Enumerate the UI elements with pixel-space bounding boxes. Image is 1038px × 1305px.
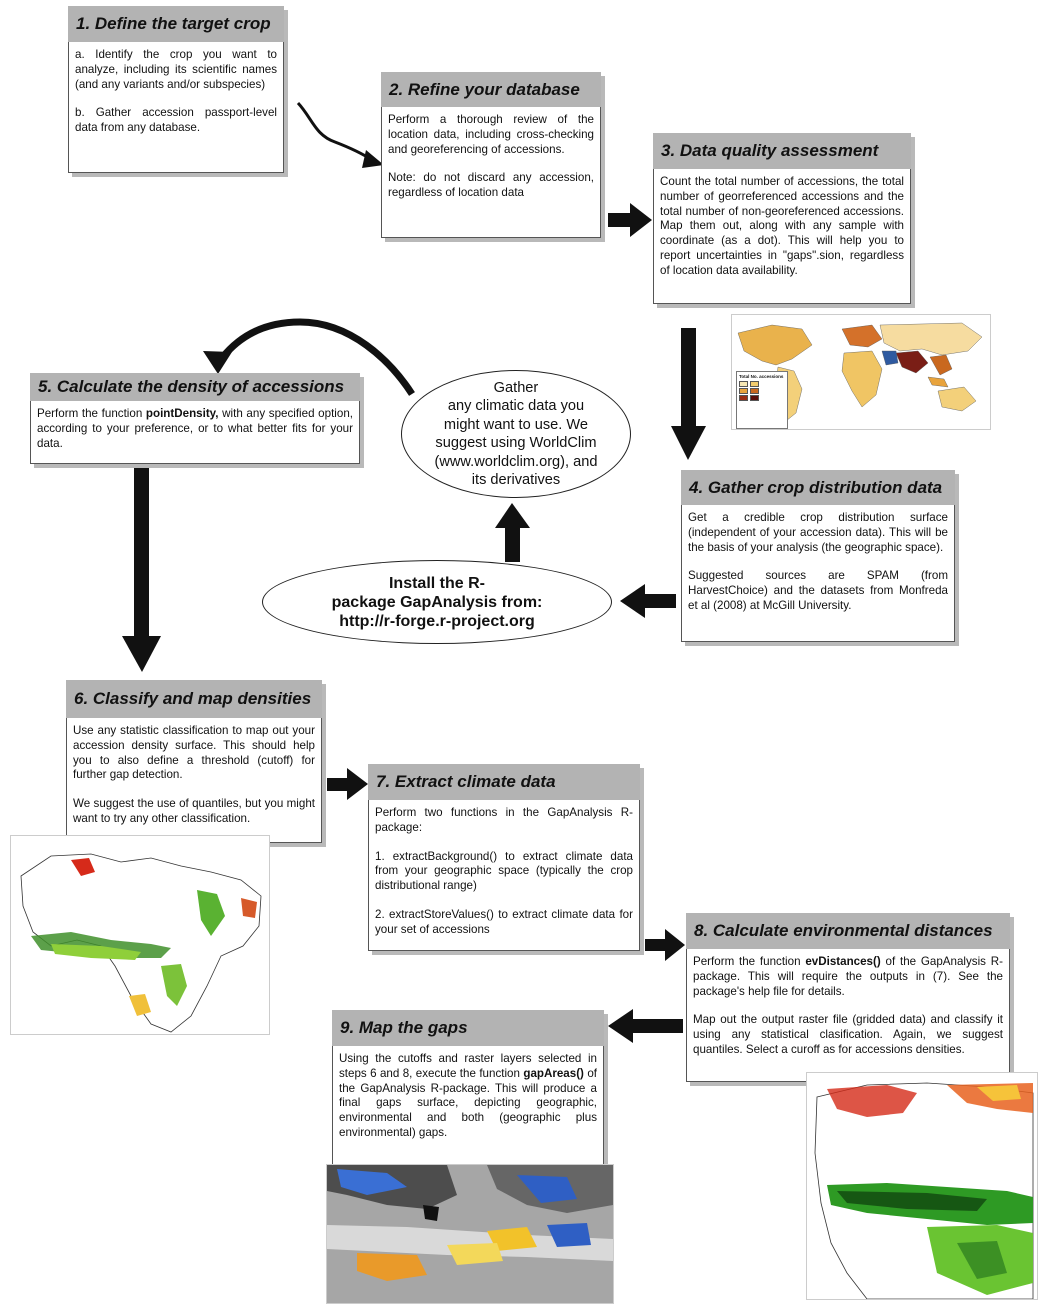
legend-swatch: [739, 388, 785, 394]
environmental-distance-map: [806, 1072, 1038, 1300]
step-6-body: Use any statistic classification to map …: [66, 718, 322, 843]
step-8-box: 8. Calculate environmental distances Per…: [686, 913, 1010, 1082]
climate-line: suggest using WorldClim: [435, 435, 597, 451]
step-5-function: pointDensity,: [145, 407, 219, 420]
world-accessions-map: Total No. accessions: [731, 314, 991, 430]
install-line: package GapAnalysis from:: [331, 593, 543, 611]
climate-line: Gather: [493, 379, 539, 396]
gaps-map: [326, 1164, 614, 1304]
step-8-function: evDistances(): [805, 955, 881, 968]
step-6-text-a: Use any statistic classification to map …: [73, 724, 315, 782]
step-8-text-post: of the GapAnalysis R-package. This will …: [693, 955, 1003, 998]
step-6-box: 6. Classify and map densities Use any st…: [66, 680, 322, 843]
arrow-6-to-7: [327, 768, 368, 800]
climate-data-ellipse: Gather any climatic data you might want …: [401, 370, 631, 498]
map-legend: Total No. accessions: [736, 371, 788, 429]
step-3-text: Count the total number of accessions, th…: [660, 175, 904, 277]
arrow-3-to-4: [671, 328, 706, 460]
climate-line: its derivatives: [471, 472, 561, 488]
step-9-text: Using the cutoffs and raster layers sele…: [339, 1052, 597, 1141]
step-9-text-pre: Using the cutoffs and raster layers sele…: [339, 1052, 597, 1080]
step-7-text-c: 2. extractStoreValues() to extract clima…: [375, 907, 633, 936]
arrow-install-to-climate: [495, 503, 530, 562]
step-9-title: 9. Map the gaps: [332, 1010, 604, 1046]
arrow-climate-to-5: [219, 318, 415, 396]
arrow-1-to-2-head: [362, 150, 384, 168]
step-5-box: 5. Calculate the density of accessions P…: [30, 373, 360, 464]
step-3-box: 3. Data quality assessment Count the tot…: [653, 133, 911, 304]
step-5-text-post: with any specified option, according to …: [37, 407, 353, 450]
step-2-text-b: Note: do not discard any accession, rega…: [388, 171, 594, 200]
legend-swatch: [739, 395, 785, 401]
legend-swatch: [739, 381, 785, 387]
climate-line: any climatic data you: [447, 398, 585, 414]
arrow-4-to-install: [620, 584, 676, 618]
step-4-title: 4. Gather crop distribution data: [681, 470, 955, 505]
step-6-text-b: We suggest the use of quantiles, but you…: [73, 797, 315, 825]
step-7-text-a: Perform two functions in the GapAnalysis…: [375, 806, 633, 834]
step-5-title: 5. Calculate the density of accessions: [30, 373, 360, 401]
step-1-body: a. Identify the crop you want to analyze…: [68, 42, 284, 173]
step-8-title: 8. Calculate environmental distances: [686, 913, 1010, 949]
step-9-box: 9. Map the gaps Using the cutoffs and ra…: [332, 1010, 604, 1169]
step-4-body: Get a credible crop distribution surface…: [681, 505, 955, 642]
step-2-text-a: Perform a thorough review of the locatio…: [388, 113, 594, 156]
step-1-text-b: b. Gather accession passport-level data …: [75, 106, 277, 135]
step-7-box: 7. Extract climate data Perform two func…: [368, 764, 640, 951]
step-5-text-pre: Perform the function: [37, 407, 146, 420]
step-9-function: gapAreas(): [523, 1066, 584, 1080]
arrow-2-to-3: [608, 203, 652, 237]
step-2-title: 2. Refine your database: [381, 72, 601, 107]
step-8-text-b: Map out the output raster file (gridded …: [693, 1013, 1003, 1056]
step-7-title: 7. Extract climate data: [368, 764, 640, 800]
step-7-body: Perform two functions in the GapAnalysis…: [368, 800, 640, 951]
density-map: [10, 835, 270, 1035]
step-4-text-b: Suggested sources are SPAM (from Harvest…: [688, 569, 948, 612]
climate-line: (www.worldclim.org), and: [434, 453, 598, 470]
step-8-body: Perform the function evDistances() of th…: [686, 949, 1010, 1082]
arrow-climate-to-5-head: [203, 351, 232, 374]
step-8-text-pre: Perform the function: [693, 955, 806, 968]
arrow-1-to-2: [296, 101, 373, 162]
step-4-box: 4. Gather crop distribution data Get a c…: [681, 470, 955, 642]
install-line: http://r-forge.r-project.org: [339, 612, 535, 630]
step-1-text-a: a. Identify the crop you want to analyze…: [75, 48, 277, 91]
step-7-text-b: 1. extractBackground() to extract climat…: [375, 849, 633, 893]
step-9-text-post: of the GapAnalysis R-package. This will …: [339, 1066, 597, 1139]
climate-line: might want to use. We: [443, 416, 589, 433]
step-4-text-a: Get a credible crop distribution surface…: [688, 511, 948, 554]
arrow-7-to-8: [645, 929, 685, 961]
arrow-5-to-6: [122, 465, 161, 672]
arrow-8-to-9: [608, 1009, 683, 1043]
step-3-title: 3. Data quality assessment: [653, 133, 911, 169]
step-3-body: Count the total number of accessions, th…: [653, 169, 911, 304]
step-9-body: Using the cutoffs and raster layers sele…: [332, 1046, 604, 1169]
step-5-body: Perform the function pointDensity, with …: [30, 401, 360, 464]
install-line: Install the R-: [388, 574, 485, 592]
map-legend-title: Total No. accessions: [739, 374, 784, 379]
install-package-ellipse: Install the R- package GapAnalysis from:…: [262, 560, 612, 644]
step-8-text-a: Perform the function evDistances() of th…: [693, 955, 1003, 999]
step-2-body: Perform a thorough review of the locatio…: [381, 107, 601, 238]
step-6-title: 6. Classify and map densities: [66, 680, 322, 718]
step-1-title: 1. Define the target crop: [68, 6, 284, 42]
step-2-box: 2. Refine your database Perform a thorou…: [381, 72, 601, 238]
step-1-box: 1. Define the target crop a. Identify th…: [68, 6, 284, 173]
step-5-text: Perform the function pointDensity, with …: [37, 407, 353, 451]
